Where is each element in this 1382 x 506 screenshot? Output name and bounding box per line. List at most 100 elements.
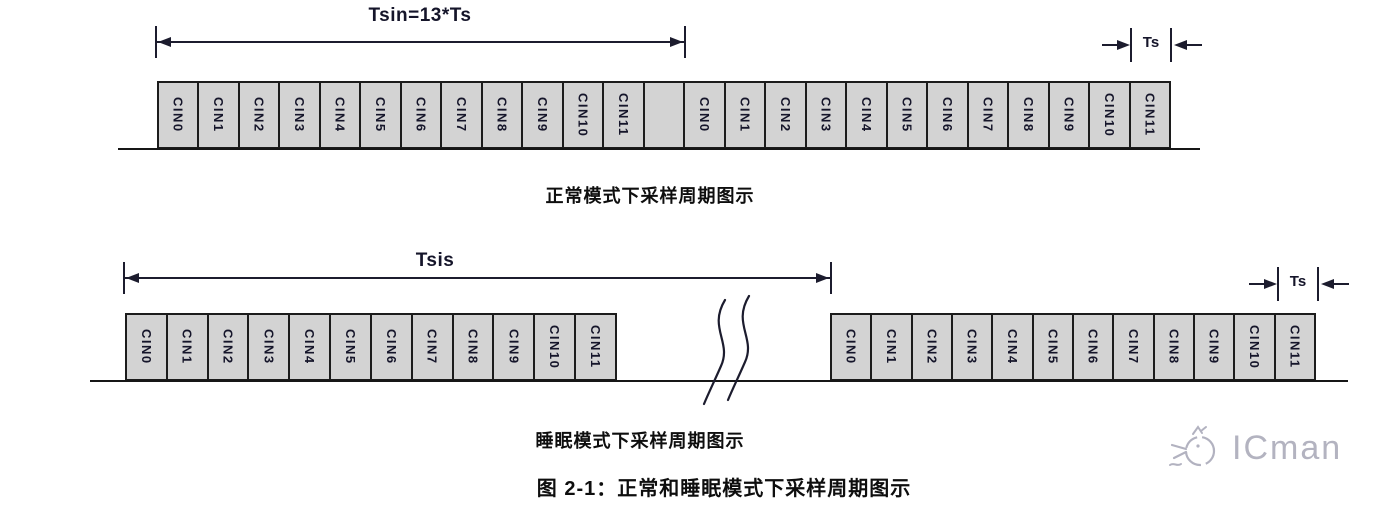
tsis-measure-arrow (123, 262, 832, 294)
cell-cin5: CIN5 (329, 313, 372, 381)
cell-cin6: CIN6 (926, 81, 969, 149)
cell-cin11: CIN11 (574, 313, 617, 381)
cell-cin3: CIN3 (278, 81, 321, 149)
left-tick (1130, 28, 1132, 62)
cell-empty (642, 81, 686, 149)
cell-cin9: CIN9 (1192, 313, 1236, 381)
cell-label: CIN2 (778, 97, 793, 133)
right-tick (830, 262, 832, 294)
cell-label: CIN7 (1125, 329, 1141, 365)
left-arrow-line (1249, 283, 1267, 285)
cell-label: CIN9 (535, 97, 551, 133)
cell-label: CIN8 (1020, 97, 1036, 133)
cell-cin1: CIN1 (723, 81, 767, 149)
cell-cin8: CIN8 (1152, 313, 1195, 381)
right-pointing-arrowhead-icon (1117, 40, 1130, 50)
tsis-span-label: Tsis (415, 250, 455, 271)
cell-label: CIN6 (939, 97, 955, 133)
cell-cin5: CIN5 (1031, 313, 1074, 381)
cell-label: CIN3 (818, 97, 834, 133)
cell-label: CIN1 (211, 97, 227, 133)
cell-label: CIN4 (332, 97, 348, 133)
cell-label: CIN7 (424, 329, 440, 365)
ts-width-marker-sleep: Ts (1249, 267, 1349, 301)
cell-label: CIN4 (302, 329, 318, 365)
cell-cin6: CIN6 (369, 313, 413, 381)
cell-cin5: CIN5 (885, 81, 929, 149)
tsin-span-label: Tsin=13*Ts (368, 5, 472, 26)
cell-label: CIN9 (1061, 97, 1077, 133)
figure-caption: 图 2-1：正常和睡眠模式下采样周期图示 (536, 478, 912, 500)
cell-label: CIN1 (737, 97, 753, 133)
cell-label: CIN6 (1085, 329, 1101, 365)
right-arrowhead-icon (816, 273, 829, 283)
cell-cin0: CIN0 (125, 313, 168, 381)
cell-label: CIN11 (1287, 325, 1303, 369)
cell-cin8: CIN8 (1007, 81, 1050, 149)
cell-cin5: CIN5 (359, 81, 402, 149)
ts-label: Ts (1289, 273, 1307, 290)
cell-cin10: CIN10 (533, 313, 577, 381)
cell-cin4: CIN4 (991, 313, 1034, 381)
cell-label: CIN8 (494, 97, 510, 133)
cell-cin1: CIN1 (870, 313, 913, 381)
timeline-break-icon (702, 294, 751, 406)
cell-cin8: CIN8 (480, 81, 524, 149)
cell-label: CIN2 (924, 329, 940, 365)
right-arrow-line (1331, 283, 1349, 285)
cell-cin9: CIN9 (521, 81, 564, 149)
right-arrow-line (1184, 44, 1202, 46)
cell-cin7: CIN7 (410, 313, 454, 381)
cell-cin6: CIN6 (1071, 313, 1115, 381)
left-pointing-arrowhead-icon (1174, 40, 1187, 50)
cell-label: CIN7 (980, 97, 996, 133)
arrow-line (157, 41, 684, 43)
cell-label: CIN4 (858, 97, 874, 133)
cell-cin1: CIN1 (197, 81, 240, 149)
right-pointing-arrowhead-icon (1264, 279, 1277, 289)
cell-cin2: CIN2 (206, 313, 250, 381)
cell-cin7: CIN7 (966, 81, 1010, 149)
left-arrowhead-icon (126, 273, 139, 283)
cell-label: CIN3 (964, 329, 980, 365)
cell-label: CIN3 (261, 329, 277, 365)
cell-cin2: CIN2 (764, 81, 807, 149)
cell-cin11: CIN11 (1128, 81, 1172, 149)
sleep-mode-caption: 睡眠模式下采样周期图示 (535, 431, 745, 451)
cell-cin2: CIN2 (910, 313, 953, 381)
cell-cin3: CIN3 (247, 313, 291, 381)
right-arrowhead-icon (670, 37, 683, 47)
cell-cin0: CIN0 (157, 81, 200, 149)
cell-cin11: CIN11 (602, 81, 645, 149)
left-arrowhead-icon (158, 37, 171, 47)
cell-label: CIN6 (413, 97, 429, 133)
cell-label: CIN10 (547, 324, 563, 370)
cell-label: CIN8 (1166, 329, 1182, 365)
right-tick (684, 26, 686, 58)
cell-label: CIN5 (343, 329, 359, 365)
cell-cin4: CIN4 (288, 313, 332, 381)
ts-width-marker-normal: Ts (1102, 28, 1202, 62)
cell-cin11: CIN11 (1273, 313, 1316, 381)
cell-label: CIN10 (575, 92, 591, 138)
icman-brand-text: ICman (1232, 428, 1343, 467)
cell-cin7: CIN7 (440, 81, 483, 149)
normal-mode-baseline (118, 148, 1200, 150)
left-tick (1277, 267, 1279, 301)
cell-cin10: CIN10 (561, 81, 605, 149)
cell-cin6: CIN6 (399, 81, 443, 149)
left-arrow-line (1102, 44, 1120, 46)
cell-label: CIN6 (383, 329, 399, 365)
left-tick (123, 262, 125, 294)
cell-cin2: CIN2 (237, 81, 281, 149)
cell-label: CIN10 (1101, 92, 1117, 138)
cell-cin1: CIN1 (165, 313, 209, 381)
cell-label: CIN1 (179, 329, 195, 365)
cell-label: CIN9 (506, 329, 522, 365)
cell-cin0: CIN0 (830, 313, 873, 381)
cell-label: CIN5 (1045, 329, 1061, 365)
cell-label: CIN9 (1206, 329, 1222, 365)
